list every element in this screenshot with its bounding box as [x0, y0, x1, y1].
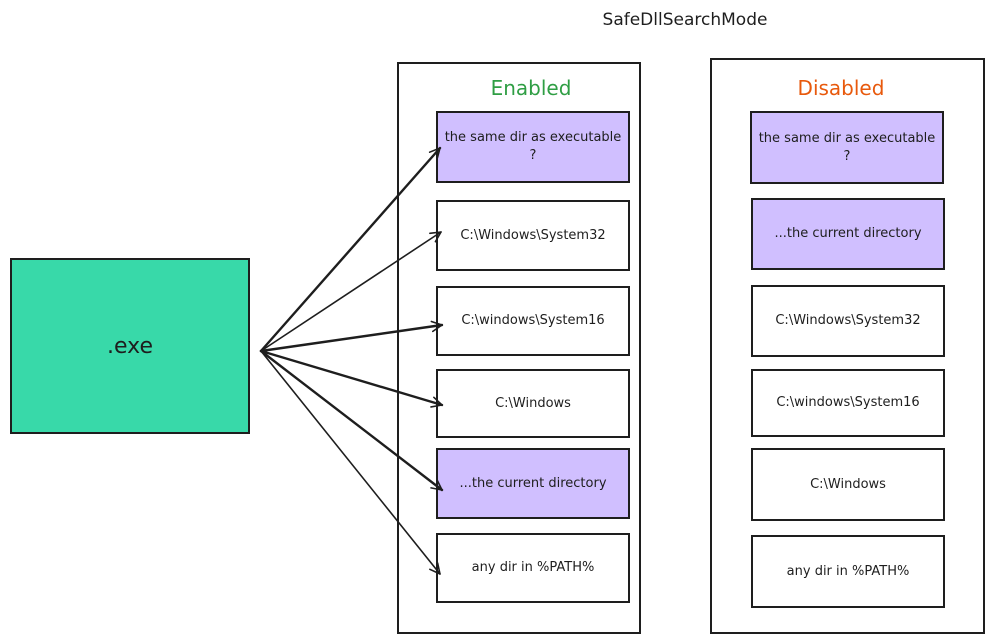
arrow-to-enabled-item-1 — [260, 231, 442, 352]
enabled-item-3: C:\Windows — [436, 369, 630, 438]
arrow-to-enabled-item-4 — [259, 349, 444, 492]
disabled-item-3: C:\windows\System16 — [751, 369, 945, 437]
disabled-item-label: ...the current directory — [774, 226, 922, 241]
arrow-to-enabled-item-3 — [259, 349, 444, 408]
enabled-item-label: C:\Windows\System32 — [460, 227, 606, 243]
enabled-item-1: C:\Windows\System32 — [436, 200, 630, 271]
enabled-panel — [397, 62, 641, 634]
enabled-item-label: ...the current directory — [459, 475, 607, 491]
disabled-item-label: the same dir as executable ? — [758, 130, 936, 164]
disabled-heading: Disabled — [797, 76, 885, 100]
enabled-item-label: the same dir as executable ? — [444, 130, 622, 163]
enabled-item-label: C:\Windows — [495, 395, 571, 411]
enabled-item-label: C:\windows\System16 — [461, 313, 605, 328]
disabled-panel — [710, 58, 985, 634]
disabled-item-5: any dir in %PATH% — [751, 535, 945, 608]
enabled-item-0: the same dir as executable ? — [436, 111, 630, 183]
exe-label: .exe — [106, 333, 154, 359]
arrow-to-enabled-item-2 — [259, 320, 444, 353]
disabled-item-1: ...the current directory — [751, 198, 945, 270]
disabled-item-label: C:\Windows — [810, 476, 886, 492]
disabled-item-label: C:\windows\System16 — [776, 395, 920, 410]
enabled-item-5: any dir in %PATH% — [436, 533, 630, 603]
diagram-title: SafeDllSearchMode — [602, 10, 768, 30]
disabled-item-2: C:\Windows\System32 — [751, 285, 945, 357]
enabled-heading: Enabled — [490, 76, 572, 100]
enabled-item-4: ...the current directory — [436, 448, 630, 519]
arrow-to-enabled-item-5 — [260, 350, 441, 575]
disabled-item-0: the same dir as executable ? — [750, 111, 944, 184]
disabled-item-label: C:\Windows\System32 — [775, 313, 921, 328]
exe-box: .exe — [10, 258, 250, 434]
enabled-item-2: C:\windows\System16 — [436, 286, 630, 356]
arrow-to-enabled-item-0 — [259, 146, 442, 353]
enabled-item-label: any dir in %PATH% — [471, 560, 595, 575]
disabled-item-label: any dir in %PATH% — [786, 563, 910, 579]
disabled-item-4: C:\Windows — [751, 448, 945, 521]
